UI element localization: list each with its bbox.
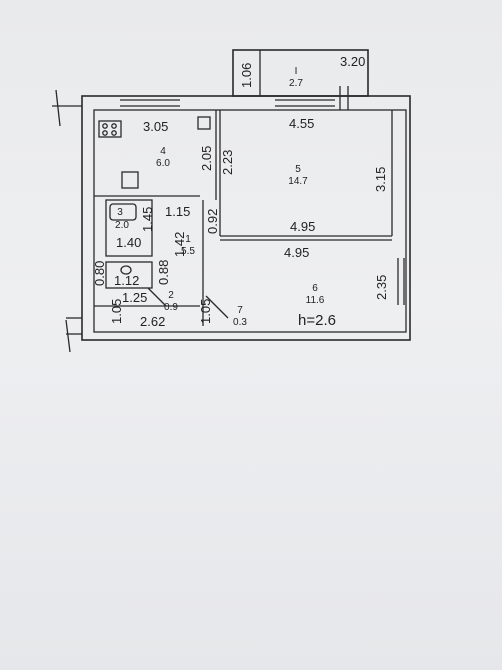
- room-area-6: 11.6: [306, 295, 325, 306]
- room-number-6: 6: [312, 283, 318, 294]
- dim-hall-height-left: 1.05: [109, 299, 124, 324]
- dim-bottom-width: 2.62: [140, 314, 165, 329]
- dim-balcony-width: 3.20: [340, 54, 365, 69]
- outer-wall-inner: [93, 109, 407, 333]
- stove-burner-3: [102, 130, 108, 136]
- stove-burner-1: [102, 123, 108, 129]
- dim-kitchen-width: 3.05: [143, 119, 168, 134]
- room-number-4: 4: [160, 146, 166, 157]
- stove: [98, 120, 122, 138]
- dim-corridor-wall: 0.92: [205, 209, 220, 234]
- dim-hall-width: 1.25: [122, 290, 147, 305]
- door-diagonal: [147, 287, 167, 307]
- room-area-1: 5.5: [181, 246, 195, 257]
- room-area-4: 6.0: [156, 158, 170, 169]
- dim-kitchen-depth: 2.05: [199, 146, 214, 171]
- room-number-2: 2: [168, 290, 174, 301]
- door-diagonal-7: [205, 295, 229, 319]
- room-number-5: 5: [295, 164, 301, 175]
- dim-room5-depth-left: 2.23: [220, 150, 235, 175]
- room-number-1: 1: [185, 234, 191, 245]
- room-area-2: 0.9: [164, 302, 178, 313]
- bathtub: [109, 203, 137, 221]
- dim-hall-height-right: 1.05: [198, 299, 213, 324]
- room-area-5: 14.7: [288, 176, 308, 187]
- bathroom-walls: [105, 199, 153, 257]
- room-number-7: 7: [237, 305, 243, 316]
- dim-room5-depth-right: 3.15: [373, 167, 388, 192]
- dim-corridor-width: 1.15: [165, 204, 190, 219]
- dim-balcony-depth: 1.06: [239, 63, 254, 88]
- dim-corridor-depth: 1.42: [172, 232, 187, 257]
- dim-bath-width: 1.40: [116, 235, 141, 250]
- radiator: [197, 116, 211, 130]
- room-area-7: 0.3: [233, 317, 247, 328]
- dim-room5-width-top: 4.55: [289, 116, 314, 131]
- dim-wc-width: 1.12: [114, 273, 139, 288]
- tick-left-top: [55, 89, 61, 127]
- toilet: [120, 265, 132, 275]
- dim-room6-depth: 2.35: [374, 275, 389, 300]
- sink: [121, 171, 139, 189]
- stove-burner-2: [111, 123, 117, 129]
- room-number-3: 3: [117, 207, 123, 218]
- stove-burner-4: [111, 130, 117, 136]
- room-area-balcony: 2.7: [289, 78, 303, 89]
- dim-left-wall: 0.80: [92, 261, 107, 286]
- dim-room6-width: 4.95: [284, 245, 309, 260]
- tick-left-bottom: [65, 319, 71, 353]
- balcony-outline: [232, 49, 369, 97]
- room-area-3: 2.0: [115, 220, 129, 231]
- room-number-balcony: I: [295, 66, 298, 77]
- dim-wc-height: 0.88: [156, 260, 171, 285]
- dim-bath-height: 1.45: [140, 207, 155, 232]
- wc-walls: [105, 261, 153, 289]
- ceiling-height: h=2.6: [298, 312, 336, 329]
- dim-room5-width-bottom: 4.95: [290, 219, 315, 234]
